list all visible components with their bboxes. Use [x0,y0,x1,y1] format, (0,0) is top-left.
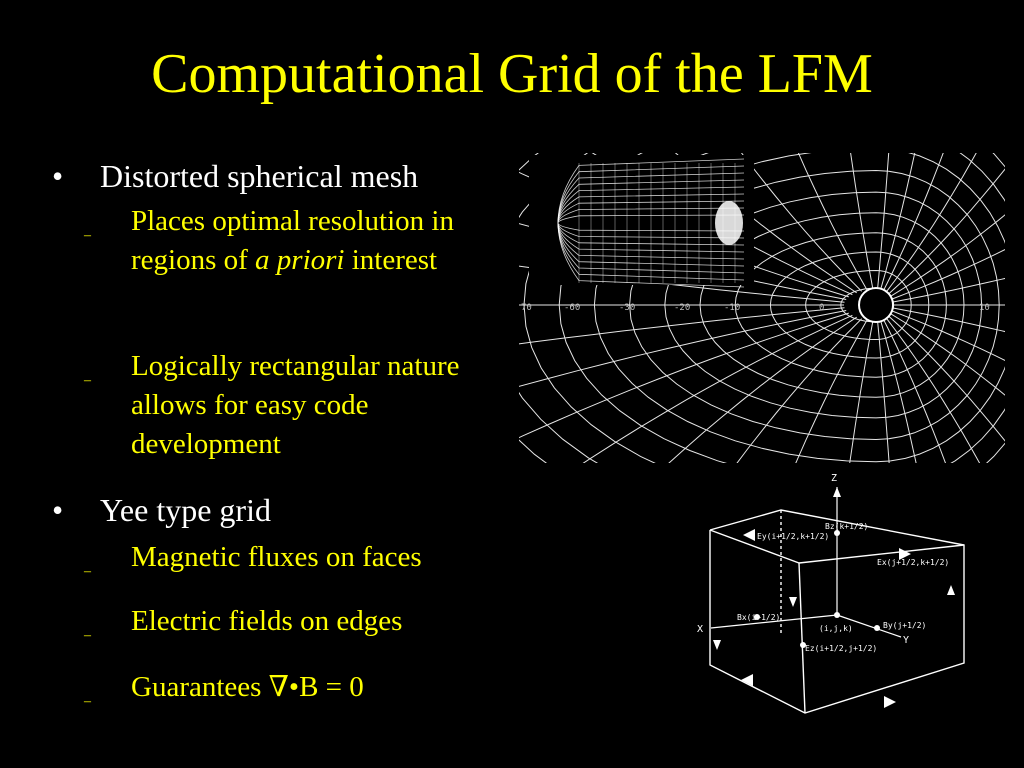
bx-label: Bx(i+1/2) [737,613,780,622]
mesh-radial-line [850,153,874,290]
mesh-axis-label: 0 [819,303,824,313]
bullet-text: Yee type grid [100,492,271,528]
inset-grid-line [557,158,745,288]
mesh-radial-line [797,153,868,291]
dash-glyph: – [84,564,91,579]
dash-glyph: – [84,628,91,643]
mesh-radial-line [736,318,863,463]
mesh-radial-line [877,320,890,463]
bullet-text: Distorted spherical mesh [100,158,419,194]
subitem-text: Logically rectangular nature allows for … [131,350,460,460]
mesh-shell-line [593,153,1005,463]
mesh-radial-line [882,153,944,292]
axis-x-label: X [697,624,703,635]
axes [710,487,902,638]
by-label: By(j+1/2) [883,621,926,630]
dash-glyph: – [84,373,91,388]
mesh-axis-label: -60 [564,303,580,313]
mesh-radial-line [889,214,1005,298]
mesh-shell-line [805,269,912,341]
subitem-text: Places optimal resolution in regions of … [131,205,454,276]
bullet-yee-grid: • Yee type grid [52,494,271,526]
mesh-radial-line [889,312,1005,396]
mesh-radial-line [740,153,863,292]
bullet-glyph: • [52,492,64,528]
mesh-radial-line [891,307,1005,333]
subitem-text: Magnetic fluxes on faces [131,541,422,573]
mesh-radial-line [891,277,1005,303]
center-label: (i,j,k) [819,624,853,633]
ey-label: Ey(i+1/2,k+1/2) [757,532,829,541]
mesh-shell-line [629,169,1000,441]
distorted-mesh-figure: 70 -60 -30 -20 -10 0 10 [519,153,1005,463]
earth-circle [858,287,894,323]
dash-glyph: – [84,694,91,709]
mesh-radial-line [885,153,977,294]
mesh-radial-line [882,318,946,463]
mesh-radial-line [879,319,917,463]
mesh-axis-label: 70 [521,303,532,313]
axis-z-label: Z [831,473,837,484]
mesh-axis-label: -30 [619,303,635,313]
ex-edge-label: Ex(j+1/2,k+1/2) [877,558,949,567]
slide-title: Computational Grid of the LFM [151,43,873,105]
mesh-shell-line [664,191,983,419]
yee-cube-figure: Z X Y Bz(k+1/2) Ey(i+1/2,k+1/2) Ex(j+1/2… [681,465,973,733]
mesh-shell-line [734,232,947,378]
axis-y-label: Y [903,635,909,646]
field-arrows [713,487,955,708]
mesh-axis-label: -10 [724,303,740,313]
bullet-glyph: • [52,158,64,194]
inset-dense-region [715,201,743,245]
bz-label: Bz(k+1/2) [825,522,868,531]
bullet-distorted-mesh: • Distorted spherical mesh [52,160,418,192]
mesh-shell-line [558,153,1005,463]
mesh-radial-line [879,153,916,291]
mesh-radial-line [849,320,874,463]
field-points [754,530,880,648]
mesh-radial-line [890,310,1005,362]
ez-label: Ez(i+1/2,j+1/2) [805,644,877,653]
mesh-axis-label: 10 [979,303,990,313]
mesh-radial-line [887,314,1005,442]
mesh-axis-label: -20 [674,303,690,313]
mesh-radial-line [668,316,857,463]
mesh-shell-line [699,212,965,398]
mesh-radial-line [877,153,890,290]
mesh-radial-line [890,248,1005,300]
cube-edges [709,509,965,714]
mesh-shell-line [769,251,930,359]
mesh-radial-line [674,153,857,294]
mesh-radial-line [795,319,868,463]
mesh-radial-line [885,316,981,463]
mesh-shell-line [523,153,1005,463]
subitem-text: Guarantees ∇•B = 0 [131,671,364,703]
subitem-text: Electric fields on edges [131,605,403,637]
mesh-radial-line [887,168,1005,296]
dash-glyph: – [84,228,91,243]
